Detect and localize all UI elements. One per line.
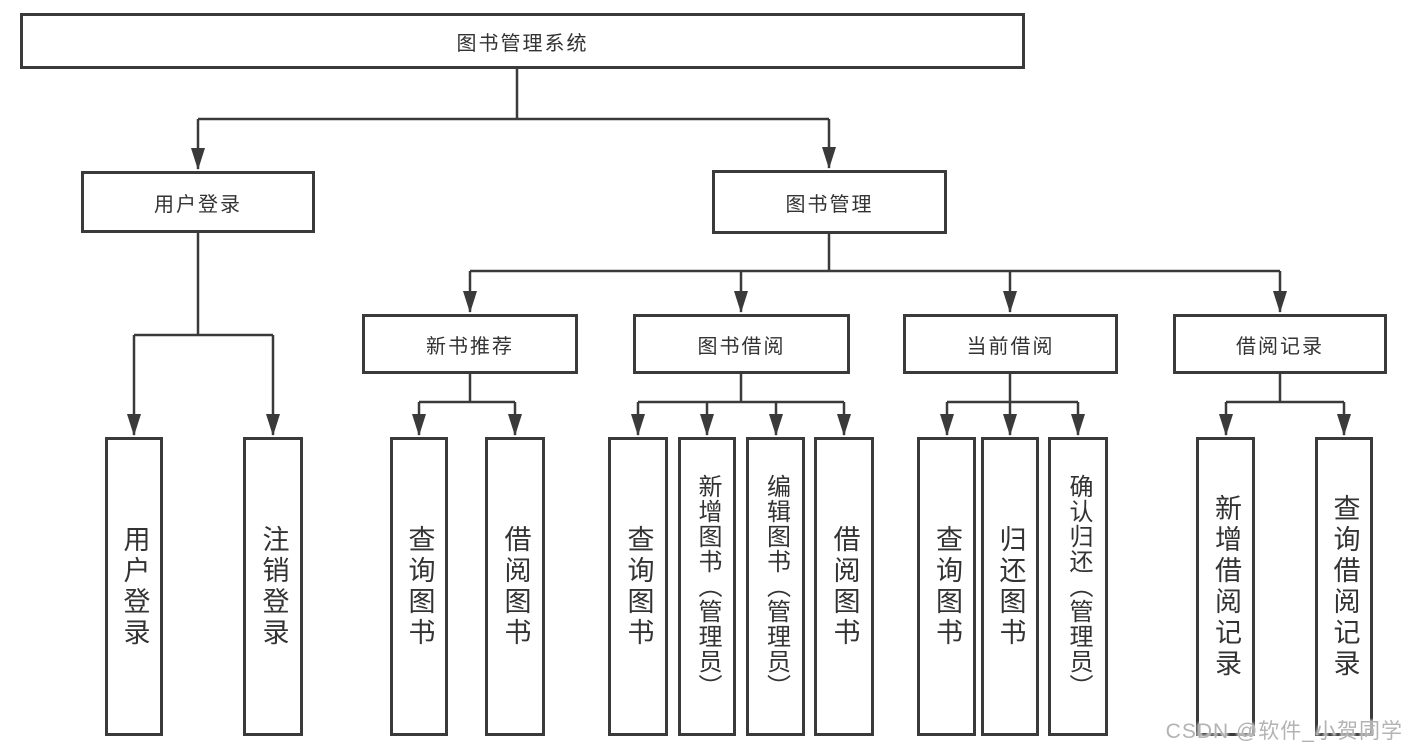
node-book-borrow: 图书借阅 bbox=[633, 314, 850, 374]
leaf-query-book-2-label: 查询图书 bbox=[623, 524, 654, 649]
leaf-user-login-label: 用户登录 bbox=[119, 524, 150, 649]
leaf-borrow-book-1: 借阅图书 bbox=[485, 437, 545, 736]
leaf-return-book-label: 归还图书 bbox=[995, 524, 1026, 649]
leaf-borrow-book-1-label: 借阅图书 bbox=[500, 524, 531, 649]
leaf-query-record: 查询借阅记录 bbox=[1315, 437, 1373, 736]
watermark: CSDN @软件_小贺同学 bbox=[1165, 720, 1403, 743]
node-book-mgmt-label: 图书管理 bbox=[785, 193, 874, 216]
node-book-mgmt: 图书管理 bbox=[712, 170, 947, 234]
leaf-logout: 注销登录 bbox=[243, 437, 303, 736]
leaf-query-book-3-label: 查询图书 bbox=[932, 524, 962, 649]
node-user-login: 用户登录 bbox=[81, 171, 315, 233]
node-current-borrow: 当前借阅 bbox=[903, 314, 1118, 374]
leaf-confirm-return-label: 确认归还（管理员） bbox=[1065, 474, 1092, 699]
leaf-add-book: 新增图书（管理员） bbox=[678, 437, 736, 736]
leaf-add-book-label: 新增图书（管理员） bbox=[694, 474, 721, 699]
node-library-system-label: 图书管理系统 bbox=[456, 32, 589, 55]
node-new-book-rec: 新书推荐 bbox=[362, 314, 578, 374]
leaf-confirm-return: 确认归还（管理员） bbox=[1048, 437, 1108, 736]
leaf-add-record: 新增借阅记录 bbox=[1196, 437, 1255, 736]
leaf-query-book-1-label: 查询图书 bbox=[404, 524, 435, 649]
leaf-user-login: 用户登录 bbox=[105, 437, 163, 736]
node-book-borrow-label: 图书借阅 bbox=[697, 335, 786, 358]
leaf-query-record-label: 查询借阅记录 bbox=[1329, 493, 1360, 680]
node-new-book-rec-label: 新书推荐 bbox=[426, 335, 514, 358]
node-borrow-record: 借阅记录 bbox=[1173, 314, 1387, 374]
leaf-edit-book-label: 编辑图书（管理员） bbox=[762, 474, 790, 699]
leaf-borrow-book-2: 借阅图书 bbox=[814, 437, 874, 736]
node-borrow-record-label: 借阅记录 bbox=[1236, 335, 1324, 358]
leaf-borrow-book-2-label: 借阅图书 bbox=[829, 524, 860, 649]
leaf-edit-book: 编辑图书（管理员） bbox=[746, 437, 805, 736]
leaf-logout-label: 注销登录 bbox=[258, 524, 289, 649]
node-library-system: 图书管理系统 bbox=[20, 13, 1025, 69]
leaf-add-record-label: 新增借阅记录 bbox=[1211, 493, 1241, 680]
leaf-query-book-1: 查询图书 bbox=[390, 437, 448, 736]
node-current-borrow-label: 当前借阅 bbox=[966, 335, 1055, 358]
node-user-login-label: 用户登录 bbox=[154, 193, 242, 216]
leaf-return-book: 归还图书 bbox=[981, 437, 1039, 736]
leaf-query-book-2: 查询图书 bbox=[608, 437, 668, 736]
leaf-query-book-3: 查询图书 bbox=[917, 437, 976, 736]
